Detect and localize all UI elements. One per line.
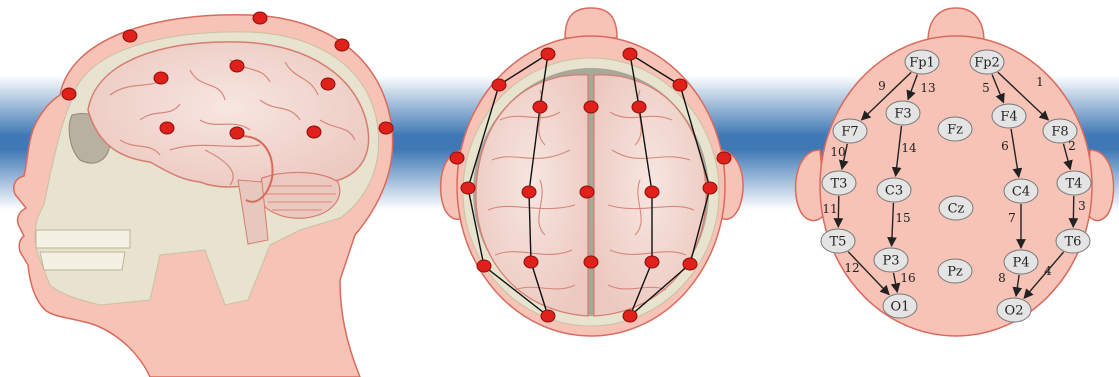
electrode-f4: F4 [992,104,1026,128]
top-electrode [632,101,646,113]
top-electrode [584,101,598,113]
top-electrode [645,186,659,198]
side-electrode [230,127,244,139]
channel-number: 4 [1044,264,1052,278]
electrode-o1: O1 [883,294,917,318]
electrode-f3: F3 [886,101,920,125]
electrode-label: T5 [830,235,847,250]
top-nose [565,8,617,38]
electrode-label: T4 [1066,177,1083,192]
top-electrode [461,182,475,194]
electrode-cz: Cz [939,196,973,220]
electrode-pz: Pz [938,259,972,283]
side-electrode [230,60,244,72]
top-electrode [717,152,731,164]
electrode-label: O2 [1005,304,1024,319]
electrode-label: P4 [1012,256,1029,271]
electrode-p4: P4 [1004,250,1038,274]
top-electrode [477,260,491,272]
top-electrode [492,79,506,91]
top-electrode [533,101,547,113]
electrode-f8: F8 [1043,119,1077,143]
electrode-t3: T3 [822,171,856,195]
side-electrode [335,39,349,51]
side-electrode [62,88,76,100]
top-view-head [441,8,743,336]
electrode-t4: T4 [1057,171,1091,195]
top-electrode [703,182,717,194]
electrode-label: Fp1 [909,56,935,71]
electrode-label: F7 [841,125,858,140]
electrode-fp1: Fp1 [905,50,939,74]
electrode-fz: Fz [938,117,972,141]
channel-arrow-11 [838,196,839,227]
top-electrode [673,79,687,91]
side-electrode [307,126,321,138]
channel-number: 3 [1078,199,1086,213]
channel-number: 13 [920,81,935,95]
channel-number: 1 [1036,75,1044,89]
channel-number: 8 [998,271,1006,285]
electrode-label: F4 [1000,110,1017,125]
channel-number: 5 [982,81,990,95]
electrode-p3: P3 [874,248,908,272]
electrode-label: Fz [947,123,963,138]
electrode-label: O1 [891,300,910,315]
channel-number: 16 [900,271,915,285]
side-electrode [321,78,335,90]
electrode-label: T3 [831,177,848,192]
electrode-c3: C3 [877,178,911,202]
channel-number: 11 [822,202,837,216]
electrode-label: Cz [948,202,965,217]
electrode-t6: T6 [1056,229,1090,253]
top-electrode [645,256,659,268]
electrode-o2: O2 [997,298,1031,322]
top-electrode [522,186,536,198]
channel-number: 15 [895,211,910,225]
top-electrode [450,152,464,164]
side-electrode [160,122,174,134]
top-electrode [623,310,637,322]
channel-number: 10 [830,145,845,159]
channel-number: 14 [901,141,917,155]
top-electrode [584,256,598,268]
electrode-fp2: Fp2 [970,50,1004,74]
top-electrode [524,256,538,268]
montage-scalp [820,36,1092,336]
top-electrode [623,48,637,60]
top-electrode [541,48,555,60]
electrode-f7: F7 [833,119,867,143]
electrode-t5: T5 [821,229,855,253]
electrode-label: C4 [1012,185,1030,200]
top-electrode [580,186,594,198]
side-electrode [123,30,137,42]
electrode-c4: C4 [1004,179,1038,203]
electrode-label: T6 [1065,235,1082,250]
top-electrode [541,310,555,322]
channel-number: 7 [1008,211,1016,225]
channel-number: 6 [1001,139,1009,153]
side-electrode [379,122,393,134]
electrode-label: P3 [882,254,899,269]
side-view-head [14,12,393,377]
electrode-label: Pz [947,265,963,280]
electrode-label: C3 [885,184,903,199]
electrode-label: F3 [894,107,911,122]
side-electrode [253,12,267,24]
side-electrode [154,72,168,84]
top-electrode [683,258,697,270]
electrode-label: F8 [1051,125,1068,140]
channel-number: 12 [844,261,859,275]
channel-arrow-3 [1073,196,1074,227]
electrode-label: Fp2 [974,56,1000,71]
channel-number: 9 [878,79,886,93]
